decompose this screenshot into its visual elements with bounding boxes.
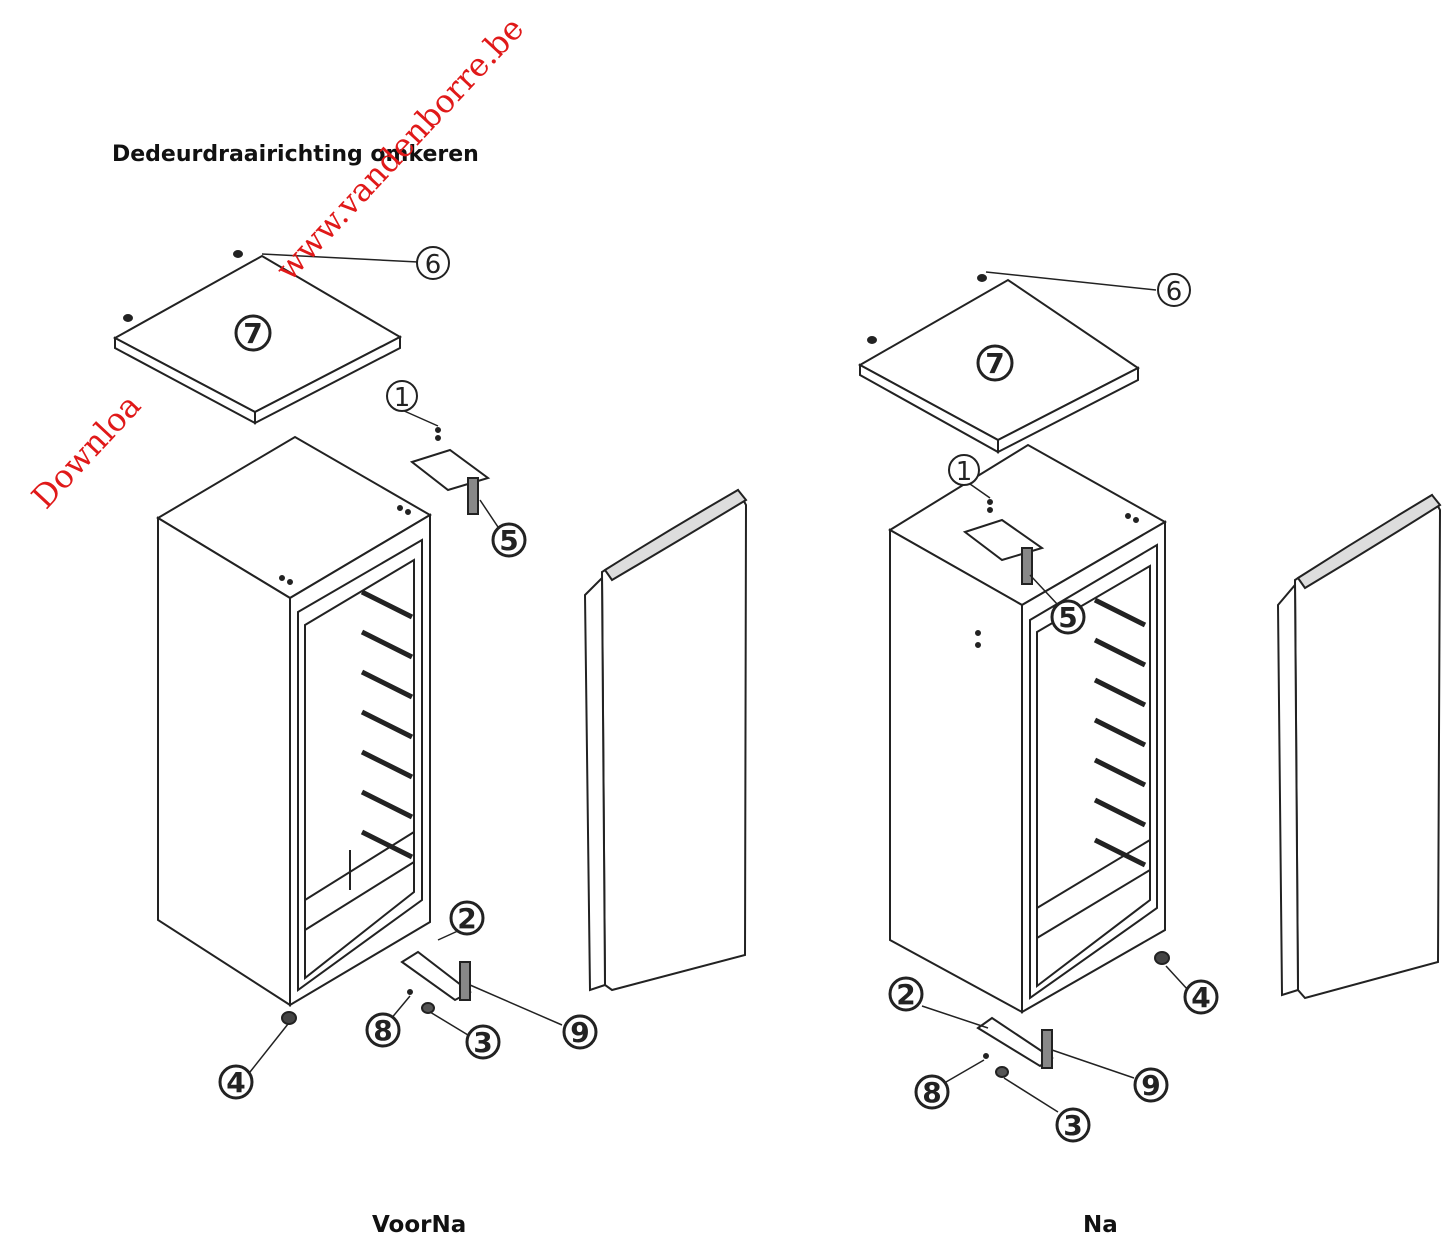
svg-text:1: 1 — [394, 383, 411, 413]
callout-9-left: 9 — [562, 1014, 598, 1050]
callout-1-left: 1 — [386, 380, 418, 413]
svg-text:8: 8 — [373, 1014, 392, 1047]
right-assembly — [857, 271, 1442, 1113]
callout-9-right: 9 — [1133, 1067, 1169, 1103]
svg-text:5: 5 — [1058, 601, 1077, 634]
callout-4-left: 4 — [218, 1064, 254, 1100]
door-right — [1276, 493, 1442, 1000]
callout-2-right: 2 — [888, 976, 924, 1012]
page-heading: Dedeurdraairichting omkeren — [112, 142, 479, 167]
svg-text:6: 6 — [1166, 277, 1183, 307]
left-assembly — [112, 250, 748, 1073]
svg-text:3: 3 — [1063, 1109, 1082, 1142]
callout-3-right: 3 — [1055, 1107, 1091, 1143]
callout-2-left: 2 — [449, 900, 485, 936]
svg-text:4: 4 — [1191, 981, 1210, 1014]
svg-text:9: 9 — [1141, 1069, 1160, 1102]
cabinet-left — [156, 435, 432, 1007]
svg-text:7: 7 — [985, 347, 1004, 380]
top-hinge-right — [962, 499, 1045, 585]
svg-text:1: 1 — [956, 457, 973, 487]
svg-text:5: 5 — [499, 524, 518, 557]
callout-1-right: 1 — [948, 454, 980, 487]
callout-3-left: 3 — [465, 1024, 501, 1060]
callout-8-right: 8 — [914, 1074, 950, 1110]
svg-text:8: 8 — [922, 1076, 941, 1109]
svg-text:2: 2 — [896, 978, 915, 1011]
callout-7-left: 7 — [234, 314, 272, 352]
svg-text:9: 9 — [570, 1016, 589, 1049]
callout-7-right: 7 — [976, 344, 1014, 382]
caption-after: Na — [1083, 1212, 1118, 1238]
callout-5-right: 5 — [1050, 599, 1086, 635]
callout-4-right: 4 — [1183, 979, 1219, 1015]
svg-text:6: 6 — [425, 250, 442, 280]
callouts: 6 7 1 5 2 8 3 9 4 6 7 1 5 2 4 8 9 3 — [218, 246, 1219, 1143]
door-left — [583, 488, 748, 992]
top-hinge-left — [409, 427, 491, 515]
svg-text:7: 7 — [243, 317, 262, 350]
callout-5-left: 5 — [491, 522, 527, 558]
svg-text:4: 4 — [226, 1066, 245, 1099]
svg-text:2: 2 — [457, 902, 476, 935]
callout-6-right: 6 — [1157, 273, 1191, 307]
svg-text:3: 3 — [473, 1026, 492, 1059]
bottom-hinge-left — [281, 950, 472, 1025]
cabinet-right — [888, 443, 1168, 1014]
callout-8-left: 8 — [365, 1012, 401, 1048]
bottom-hinge-right — [976, 951, 1170, 1078]
caption-before: VoorNa — [372, 1212, 467, 1238]
callout-6-left: 6 — [416, 246, 450, 280]
